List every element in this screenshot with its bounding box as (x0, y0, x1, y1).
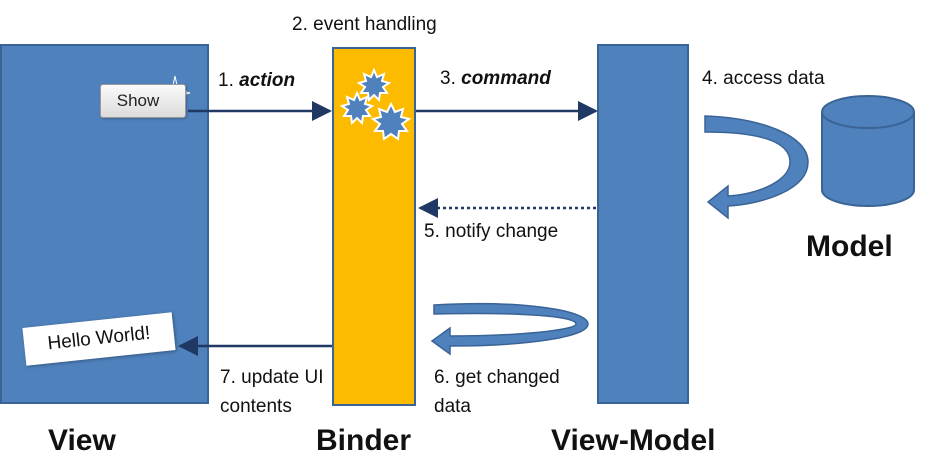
access-data-label: 4. access data (702, 68, 825, 89)
command-word: command (461, 68, 551, 89)
get-changed-label-line2: data (434, 396, 471, 417)
action-label: 1. action (218, 70, 295, 92)
viewmodel-panel (597, 44, 689, 404)
view-title: View (48, 424, 116, 457)
binder-panel (332, 47, 416, 406)
binder-title: Binder (316, 424, 412, 457)
command-number: 3. (440, 68, 462, 89)
get-changed-label-line1: 6. get changed (434, 367, 560, 388)
viewmodel-title: View-Model (551, 424, 716, 457)
notify-change-label: 5. notify change (424, 221, 559, 242)
action-word: action (239, 70, 296, 91)
get-changed-curved-arrow (430, 302, 589, 356)
command-label: 3. command (440, 68, 551, 90)
model-title: Model (806, 230, 893, 263)
show-button[interactable]: Show (100, 84, 186, 118)
update-ui-label-line1: 7. update UI (220, 367, 324, 388)
database-cylinder-icon (821, 95, 915, 207)
event-handling-label: 2. event handling (292, 14, 437, 35)
update-ui-label-line2: contents (220, 396, 292, 417)
access-data-curved-arrow (704, 115, 809, 220)
gears-icon (339, 67, 412, 141)
action-number: 1. (218, 70, 240, 91)
